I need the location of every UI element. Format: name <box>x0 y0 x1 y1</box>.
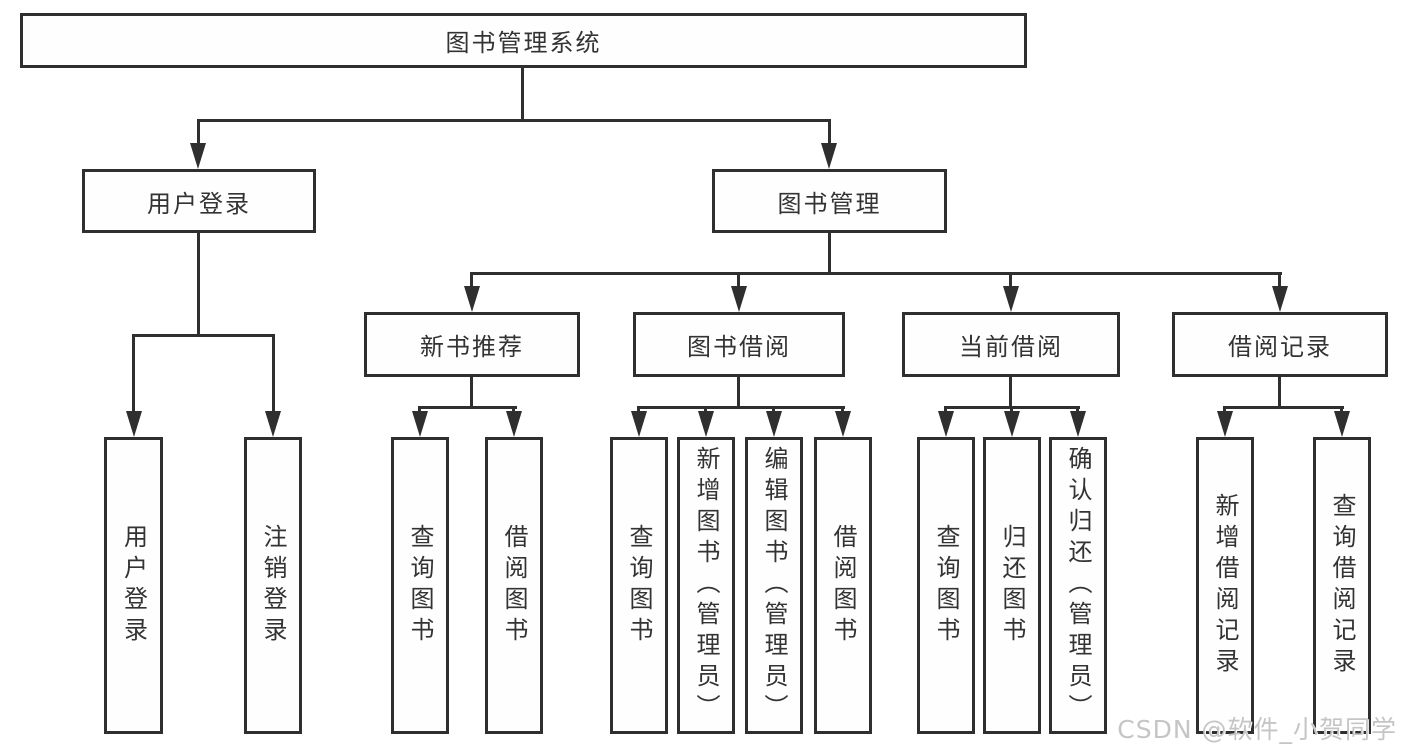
arrow-down-icon <box>126 411 142 437</box>
node-leaf-add-borrow-record: 新增借阅记录 <box>1196 437 1254 734</box>
connector-vline <box>521 66 524 122</box>
node-label: 确认归还（管理员） <box>1064 446 1092 725</box>
connector-hline <box>418 406 517 409</box>
arrow-down-icon <box>190 143 206 169</box>
node-label: 查询借阅记录 <box>1328 492 1356 679</box>
connector-vline <box>470 272 473 292</box>
connector-vline <box>828 119 831 147</box>
csdn-watermark: CSDN @软件_小贺同学 <box>1117 715 1397 744</box>
connector-vline <box>1009 272 1012 292</box>
connector-vline <box>197 119 200 147</box>
connector-hline <box>470 272 1282 275</box>
node-label: 借阅记录 <box>1228 333 1332 361</box>
connector-vline <box>828 231 831 275</box>
arrow-down-icon <box>506 411 522 437</box>
arrow-down-icon <box>631 411 647 437</box>
connector-hline <box>132 334 275 337</box>
node-label: 用户登录 <box>119 523 148 648</box>
arrow-down-icon <box>698 411 714 437</box>
node-leaf-edit-books-admin: 编辑图书（管理员） <box>745 437 803 734</box>
node-label: 归还图书 <box>998 523 1026 648</box>
node-leaf-user-login: 用户登录 <box>104 437 163 734</box>
connector-vline <box>737 272 740 292</box>
arrow-down-icon <box>835 411 851 437</box>
node-label: 当前借阅 <box>959 333 1063 361</box>
arrow-down-icon <box>1003 286 1019 312</box>
arrow-down-icon <box>766 411 782 437</box>
arrow-down-icon <box>412 411 428 437</box>
arrow-down-icon <box>1217 411 1233 437</box>
arrow-down-icon <box>1004 411 1020 437</box>
node-label: 查询图书 <box>625 523 653 648</box>
node-borrowing-records: 借阅记录 <box>1172 312 1388 377</box>
node-label: 图书管理 <box>777 189 882 218</box>
node-label: 新书推荐 <box>420 333 524 361</box>
node-label: 查询图书 <box>932 523 960 648</box>
node-leaf-borrow-books-recommend: 借阅图书 <box>485 437 543 734</box>
arrow-down-icon <box>265 411 281 437</box>
arrow-down-icon <box>464 286 480 312</box>
node-label: 借阅图书 <box>500 523 528 648</box>
connector-vline <box>272 334 275 416</box>
node-book-borrowing: 图书借阅 <box>633 312 845 377</box>
node-leaf-borrow-books: 借阅图书 <box>814 437 872 734</box>
arrow-down-icon <box>938 411 954 437</box>
node-leaf-logout: 注销登录 <box>244 437 302 734</box>
node-label: 用户登录 <box>147 189 251 218</box>
arrow-down-icon <box>731 286 747 312</box>
connector-vline <box>737 375 740 409</box>
node-label: 图书管理系统 <box>445 29 602 57</box>
node-leaf-add-books-admin: 新增图书（管理员） <box>677 437 735 734</box>
node-book-management: 图书管理 <box>712 169 947 233</box>
node-leaf-query-books-borrowing: 查询图书 <box>610 437 668 734</box>
node-label: 编辑图书（管理员） <box>760 446 788 725</box>
node-label: 新增借阅记录 <box>1211 492 1239 679</box>
node-leaf-return-books: 归还图书 <box>983 437 1041 734</box>
node-leaf-query-books-recommend: 查询图书 <box>391 437 449 734</box>
node-label: 注销登录 <box>259 523 287 648</box>
node-user-login: 用户登录 <box>82 169 316 233</box>
connector-hline <box>637 406 845 409</box>
arrow-down-icon <box>1070 411 1086 437</box>
connector-vline <box>132 334 135 416</box>
node-new-book-recommend: 新书推荐 <box>364 312 580 377</box>
connector-vline <box>1009 375 1012 409</box>
connector-hline <box>197 119 831 122</box>
connector-vline <box>197 231 200 337</box>
connector-vline <box>470 375 473 409</box>
connector-vline <box>1278 272 1281 292</box>
connector-hline <box>1223 406 1344 409</box>
node-library-management-system: 图书管理系统 <box>20 13 1027 68</box>
node-label: 图书借阅 <box>687 333 791 361</box>
arrow-down-icon <box>821 143 837 169</box>
node-current-borrowing: 当前借阅 <box>902 312 1120 377</box>
node-label: 新增图书（管理员） <box>692 446 720 725</box>
arrow-down-icon <box>1334 411 1350 437</box>
node-label: 借阅图书 <box>829 523 857 648</box>
node-leaf-confirm-return-admin: 确认归还（管理员） <box>1049 437 1107 734</box>
arrow-down-icon <box>1272 286 1288 312</box>
node-leaf-query-books-current: 查询图书 <box>917 437 975 734</box>
node-leaf-query-borrow-record: 查询借阅记录 <box>1313 437 1371 734</box>
node-label: 查询图书 <box>406 523 434 648</box>
connector-vline <box>1278 375 1281 409</box>
